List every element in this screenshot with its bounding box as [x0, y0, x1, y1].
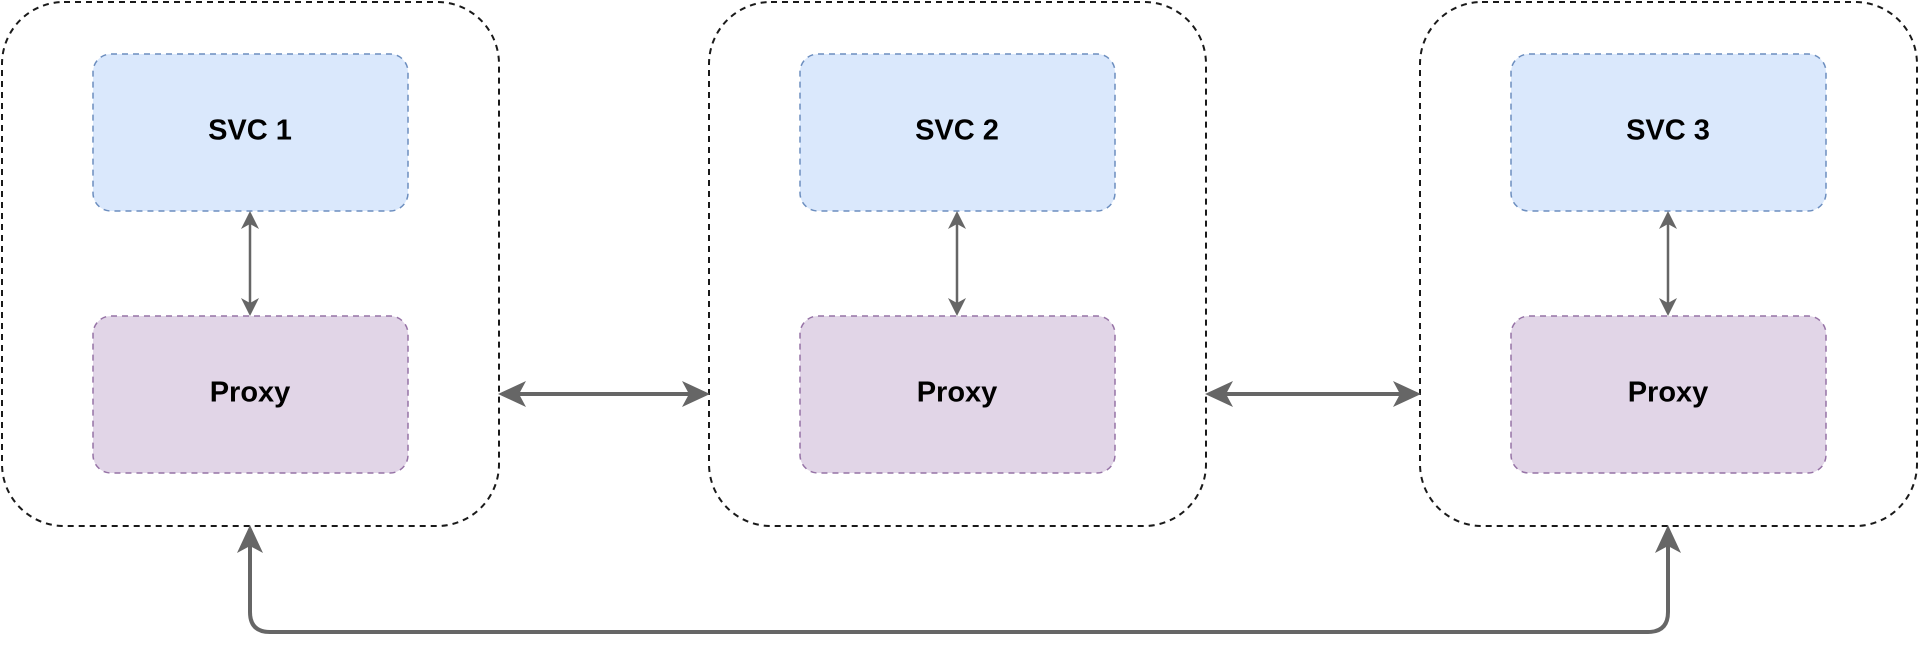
- svc-2-label: SVC 2: [915, 115, 999, 147]
- proxy-3-box: [1510, 315, 1827, 474]
- proxy-2-box: [799, 315, 1116, 474]
- proxy-1-box: [92, 315, 409, 474]
- proxy-1-label: Proxy: [210, 377, 291, 409]
- proxy-3-label: Proxy: [1628, 377, 1709, 409]
- pod-2: SVC 2 Proxy: [708, 1, 1207, 527]
- svc-3-label: SVC 3: [1626, 115, 1710, 147]
- pod-1-to-pod-3-connection: [237, 525, 1681, 634]
- pod-1: SVC 1 Proxy: [1, 1, 500, 527]
- pod-3: SVC 3 Proxy: [1419, 1, 1918, 527]
- svc-1-label: SVC 1: [208, 115, 292, 147]
- proxy-2-label: Proxy: [917, 377, 998, 409]
